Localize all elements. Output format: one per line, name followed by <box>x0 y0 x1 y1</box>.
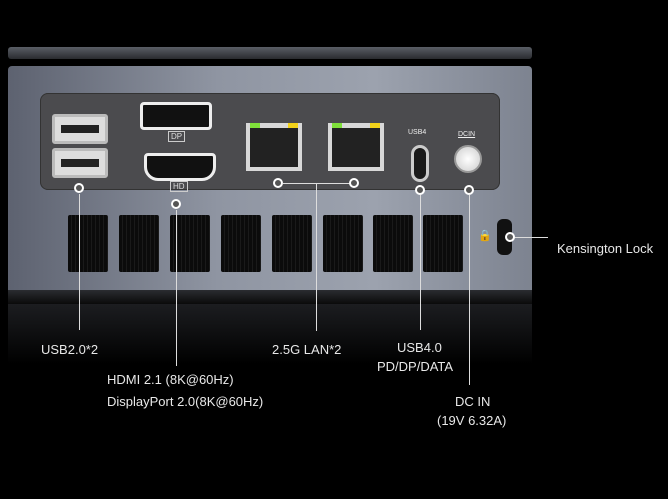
vent <box>323 215 363 272</box>
callout-line <box>176 210 177 366</box>
lan-port <box>246 123 302 171</box>
usb-c-port <box>411 145 429 182</box>
callout-line <box>512 237 548 238</box>
vent <box>68 215 108 272</box>
usb4-tag: USB4 <box>408 129 427 136</box>
vent <box>373 215 413 272</box>
device-lid <box>8 47 532 59</box>
hdmi-port <box>144 153 216 181</box>
led-green <box>250 123 260 128</box>
label-dcin: DC IN <box>455 394 491 409</box>
label-displayport: DisplayPort 2.0(8K@60Hz) <box>107 394 264 409</box>
reflection <box>8 304 532 364</box>
vent <box>423 215 463 272</box>
callout-dot <box>505 232 515 242</box>
led-yellow <box>288 123 298 128</box>
callout-dot <box>273 178 283 188</box>
label-kensington: Kensington Lock <box>557 241 654 256</box>
vent <box>272 215 312 272</box>
callout-dot <box>464 185 474 195</box>
callout-dot <box>349 178 359 188</box>
label-lan: 2.5G LAN*2 <box>272 342 342 357</box>
hd-tag: HD <box>170 181 188 192</box>
dc-in-port <box>454 145 482 173</box>
callout-line <box>79 194 80 330</box>
kensington-slot <box>497 219 512 255</box>
device-base <box>8 290 532 304</box>
usb-port <box>52 114 108 144</box>
label-dcin-detail: (19V 6.32A) <box>437 413 507 428</box>
dp-tag: DP <box>168 131 186 142</box>
label-hdmi: HDMI 2.1 (8K@60Hz) <box>107 372 234 387</box>
label-usb4-detail: PD/DP/DATA <box>377 359 454 374</box>
lan-port <box>328 123 384 171</box>
lock-icon: 🔒 <box>478 230 492 242</box>
vent <box>221 215 261 272</box>
callout-dot <box>171 199 181 209</box>
label-usb2: USB2.0*2 <box>41 342 99 357</box>
callout-line <box>420 195 421 330</box>
dcin-tag: DCIN <box>458 131 476 138</box>
usb-port <box>52 148 108 178</box>
vent <box>119 215 159 272</box>
led-green <box>332 123 342 128</box>
callout-line <box>283 183 355 184</box>
callout-line <box>316 183 317 331</box>
callout-line <box>469 195 470 385</box>
callout-dot <box>74 183 84 193</box>
callout-dot <box>415 185 425 195</box>
label-usb4: USB4.0 <box>397 340 442 355</box>
displayport-port <box>140 102 212 130</box>
led-yellow <box>370 123 380 128</box>
